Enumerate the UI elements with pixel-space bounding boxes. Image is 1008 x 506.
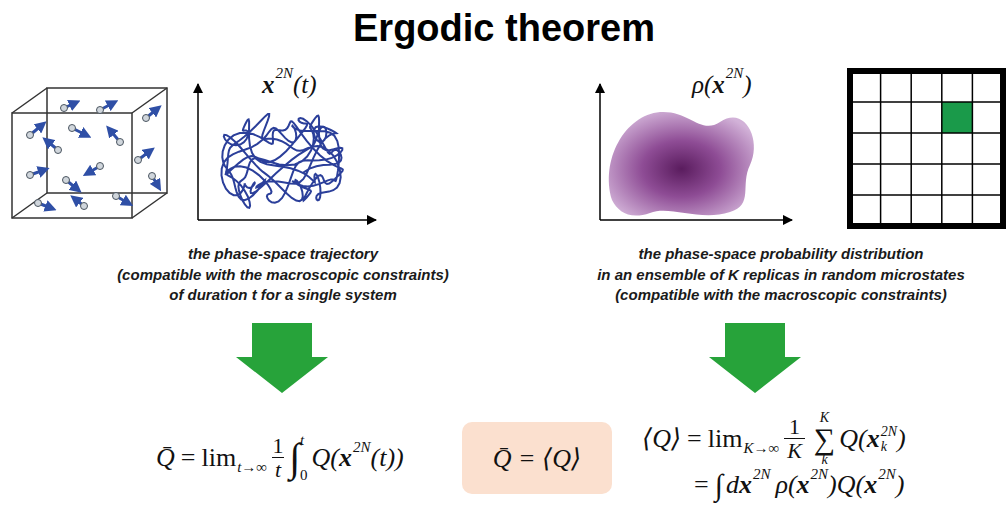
formula-part: ) xyxy=(896,472,905,498)
formula-part: lim xyxy=(201,445,236,471)
superscript: 2N xyxy=(353,440,371,455)
subscript: k xyxy=(881,439,897,454)
vector-symbol: x xyxy=(867,426,880,452)
down-arrow xyxy=(236,323,328,393)
fraction: 1K xyxy=(784,416,805,462)
numerator: 1 xyxy=(789,416,800,438)
superscript: 2N xyxy=(878,467,896,482)
numerator: 1 xyxy=(273,435,284,457)
vector-symbol: x xyxy=(712,72,725,97)
caption: the phase-space trajectory (compatible w… xyxy=(83,244,483,306)
formula-part: d xyxy=(726,472,739,498)
fraction: 1t xyxy=(272,435,284,481)
subscript: K→∞ xyxy=(743,441,779,456)
caption-line: the phase-space probability distribution xyxy=(558,244,1004,265)
equation-text: Q̄ = ⟨Q⟩ xyxy=(493,443,581,474)
ensemble-average-formula: ⟨Q⟩ = lim K→∞ 1K K∑k Q(x2Nk) xyxy=(642,410,906,468)
formula-part: Q( xyxy=(312,445,339,471)
plot-label: x2N(t) xyxy=(262,66,317,102)
subscript: t→∞ xyxy=(237,460,267,475)
down-arrow xyxy=(709,323,801,393)
caption-line: (compatible with the macroscopic constra… xyxy=(83,265,483,286)
lower-limit: k xyxy=(821,453,827,466)
integral-sign: ∫ xyxy=(289,438,300,478)
formula-part: ) xyxy=(743,72,751,97)
caption-line: in an ensemble of K replicas in random m… xyxy=(558,265,1004,286)
vector-symbol: x xyxy=(339,445,352,471)
plot-axes xyxy=(198,84,376,220)
sum-sign: ∑ xyxy=(814,425,835,454)
lower-limit: 0 xyxy=(300,468,308,483)
particles xyxy=(30,103,158,208)
particle-dots xyxy=(27,105,156,210)
formula-part: Q( xyxy=(839,426,866,452)
upper-limit: K xyxy=(820,411,829,424)
formula-part: ⟨Q⟩ xyxy=(642,426,681,452)
plot-axes xyxy=(600,84,792,220)
superscript: 2N xyxy=(881,424,897,439)
superscript: 2N xyxy=(811,467,829,482)
probability-blob xyxy=(609,112,754,216)
superscript: 2N xyxy=(753,467,771,482)
indices: 2Nk xyxy=(881,424,897,455)
time-average-formula: Q̄ = lim t→∞ 1t ∫ t0 Q(x2N(t)) xyxy=(156,428,404,488)
sum: K∑k xyxy=(814,411,835,466)
superscript: 2N xyxy=(276,66,294,81)
formula-part: ρ( xyxy=(775,472,796,498)
caption-line: the phase-space trajectory xyxy=(83,244,483,265)
vector-symbol: x xyxy=(739,472,752,498)
formula-part: ) xyxy=(897,426,906,452)
denominator: t xyxy=(272,457,284,481)
ensemble-integral-formula: = ∫ dx2N ρ(x2N)Q(x2N) xyxy=(688,468,904,502)
vector-symbol: x xyxy=(262,72,275,97)
microstate-grid xyxy=(850,71,1003,226)
particle-box xyxy=(12,88,167,218)
upper-limit: t xyxy=(300,433,308,448)
equality-box: Q̄ = ⟨Q⟩ xyxy=(462,422,612,494)
caption-line: of duration t for a single system xyxy=(83,285,483,306)
phase-space-trajectory xyxy=(222,114,343,208)
denominator: K xyxy=(784,438,805,462)
title: Ergodic theorem xyxy=(0,6,1008,52)
formula-part: = xyxy=(181,445,196,471)
formula-part: ρ( xyxy=(692,72,712,97)
formula-part: Q̄ xyxy=(156,445,175,471)
caption: the phase-space probability distribution… xyxy=(558,244,1004,306)
formula-part: (t)) xyxy=(371,445,404,471)
formula-part: (t) xyxy=(293,72,317,97)
caption-line: (compatible with the macroscopic constra… xyxy=(558,285,1004,306)
integral-sign: ∫ xyxy=(715,470,723,500)
formula-part: lim xyxy=(708,426,743,452)
vector-symbol: x xyxy=(797,472,810,498)
formula-part: = xyxy=(687,426,702,452)
plot-label: ρ(x2N) xyxy=(692,66,752,102)
superscript: 2N xyxy=(726,66,744,81)
integral-limits: t0 xyxy=(300,433,308,483)
formula-part: )Q( xyxy=(828,472,864,498)
vector-symbol: x xyxy=(864,472,877,498)
formula-part: = xyxy=(694,472,709,498)
